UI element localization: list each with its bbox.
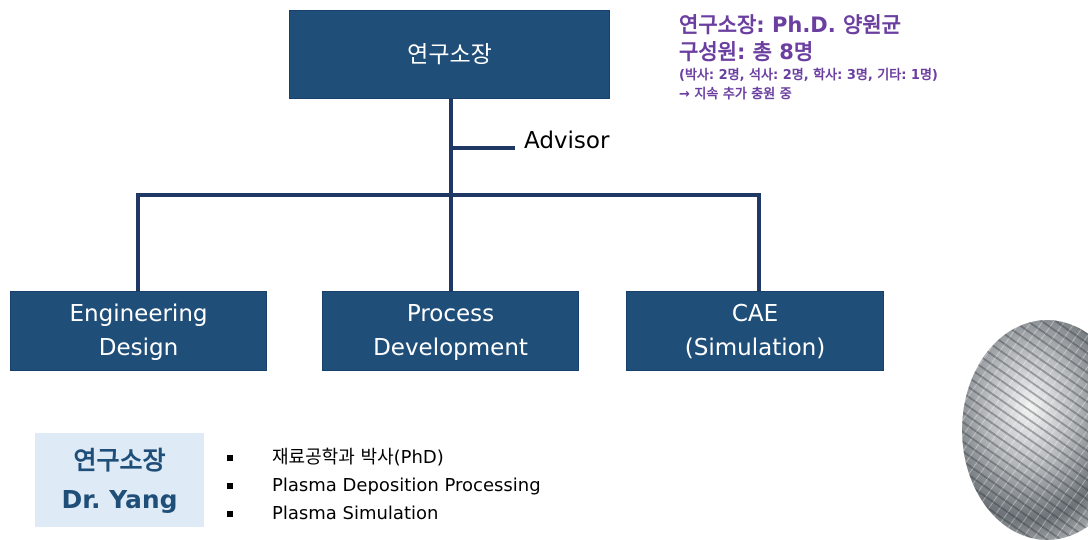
director-box-label: 연구소장 [407, 41, 492, 68]
badge-name: Dr. Yang [61, 485, 178, 514]
connector-drop-middle [449, 193, 453, 291]
info-breakdown: (박사: 2명, 석사: 2명, 학사: 3명, 기타: 1명) [679, 68, 938, 83]
team-box-process: Process Development [322, 291, 579, 371]
team-box-line1: CAE [731, 301, 779, 327]
credential-item: Plasma Deposition Processing [225, 472, 541, 500]
team-box-cae: CAE (Simulation) [626, 291, 884, 371]
advisor-label: Advisor [524, 128, 610, 154]
lab-info: 연구소장: Ph.D. 양원균 구성원: 총 8명 (박사: 2명, 석사: 2… [679, 12, 938, 104]
info-director: 연구소장: Ph.D. 양원균 [679, 13, 901, 37]
team-box-line1: Engineering [69, 301, 208, 327]
team-box-line1: Process [406, 301, 495, 327]
team-box-line2: Development [373, 335, 528, 361]
credential-item: Plasma Simulation [225, 500, 541, 528]
info-members: 구성원: 총 8명 [679, 40, 814, 64]
team-box-engineering: Engineering Design [10, 291, 267, 371]
connector-drop-right [757, 193, 761, 291]
team-box-line2: (Simulation) [684, 335, 826, 361]
equipment-photo [962, 320, 1088, 540]
connector-advisor [451, 146, 515, 150]
credential-item: 재료공학과 박사(PhD) [225, 444, 541, 472]
connector-horizontal [136, 193, 761, 197]
director-credentials: 재료공학과 박사(PhD) Plasma Deposition Processi… [225, 444, 541, 528]
badge-title: 연구소장 [73, 446, 166, 475]
director-box: 연구소장 [289, 10, 610, 99]
team-box-line2: Design [98, 335, 179, 361]
info-recruiting: → 지속 추가 충원 중 [679, 87, 792, 102]
director-badge: 연구소장 Dr. Yang [35, 433, 204, 527]
connector-drop-left [136, 193, 140, 291]
